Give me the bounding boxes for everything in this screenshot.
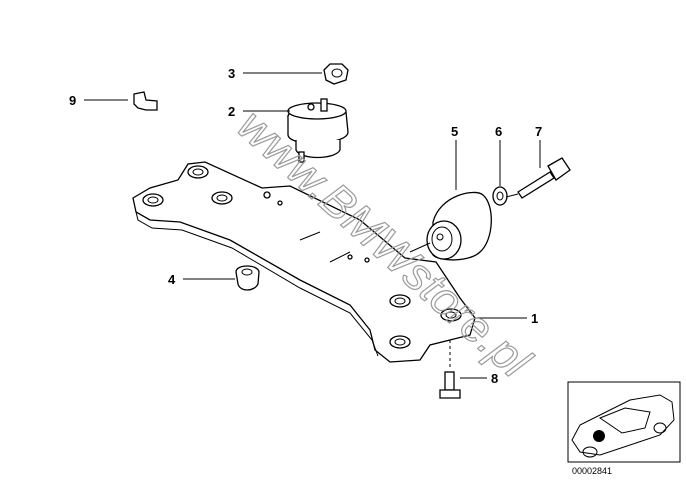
label-3[interactable]: 3: [228, 66, 235, 81]
rubber-mount[interactable]: [287, 98, 349, 163]
bushing[interactable]: [409, 191, 492, 261]
label-8[interactable]: 8: [491, 371, 498, 386]
label-1[interactable]: 1: [531, 311, 538, 326]
vehicle-locator-inset: 00002841: [567, 381, 681, 476]
label-9[interactable]: 9: [69, 93, 76, 108]
label-5[interactable]: 5: [451, 124, 458, 139]
bolt[interactable]: [505, 157, 571, 199]
label-7[interactable]: 7: [535, 124, 542, 139]
bolt-bottom[interactable]: [439, 340, 461, 399]
washer[interactable]: [492, 186, 508, 206]
car-outline-icon: [571, 394, 675, 458]
flange-nut[interactable]: [235, 265, 260, 291]
clip[interactable]: [133, 91, 158, 111]
location-marker-icon: [593, 430, 605, 442]
label-2[interactable]: 2: [228, 104, 235, 119]
label-6[interactable]: 6: [495, 124, 502, 139]
label-4[interactable]: 4: [168, 272, 176, 287]
hex-nut[interactable]: [323, 63, 349, 85]
transmission-crossmember[interactable]: [132, 161, 476, 363]
diagram-code: 00002841: [572, 466, 612, 476]
